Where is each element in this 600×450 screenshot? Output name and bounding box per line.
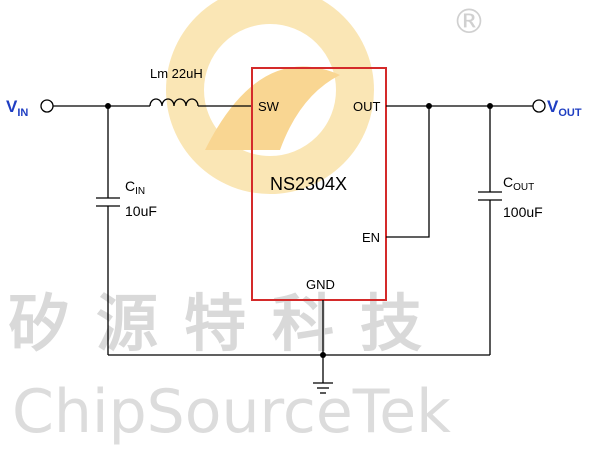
cout-value: 100uF xyxy=(503,204,543,220)
watermark-logo xyxy=(166,0,374,194)
ic-pin-sw: SW xyxy=(258,99,280,114)
cin-label: CIN xyxy=(125,178,145,197)
inductor-symbol xyxy=(149,98,199,107)
wire-en-out xyxy=(386,106,430,238)
ic-body xyxy=(251,67,387,301)
vout-terminal xyxy=(532,99,546,113)
ic-name: NS2304X xyxy=(270,174,347,194)
vin-terminal xyxy=(40,99,54,113)
ic-pin-out: OUT xyxy=(353,99,381,114)
watermark-latin-text: ChipSourceTek xyxy=(12,377,451,447)
junction-gnd xyxy=(320,352,326,358)
vout-label: VOUT xyxy=(547,97,582,119)
cin-value: 10uF xyxy=(125,203,157,219)
ic-pin-gnd: GND xyxy=(306,277,335,292)
cout-label: COUT xyxy=(503,174,534,193)
logo-swirl xyxy=(205,66,340,150)
watermark-cjk-text: 矽源特科技 xyxy=(8,287,448,360)
ground-icon xyxy=(313,382,333,394)
ic-pin-en: EN xyxy=(362,230,380,245)
logo-outer-ring xyxy=(166,0,374,194)
inductor-label: Lm 22uH xyxy=(150,66,203,81)
registered-mark: ® xyxy=(452,2,486,42)
vin-label: VIN xyxy=(6,97,28,119)
